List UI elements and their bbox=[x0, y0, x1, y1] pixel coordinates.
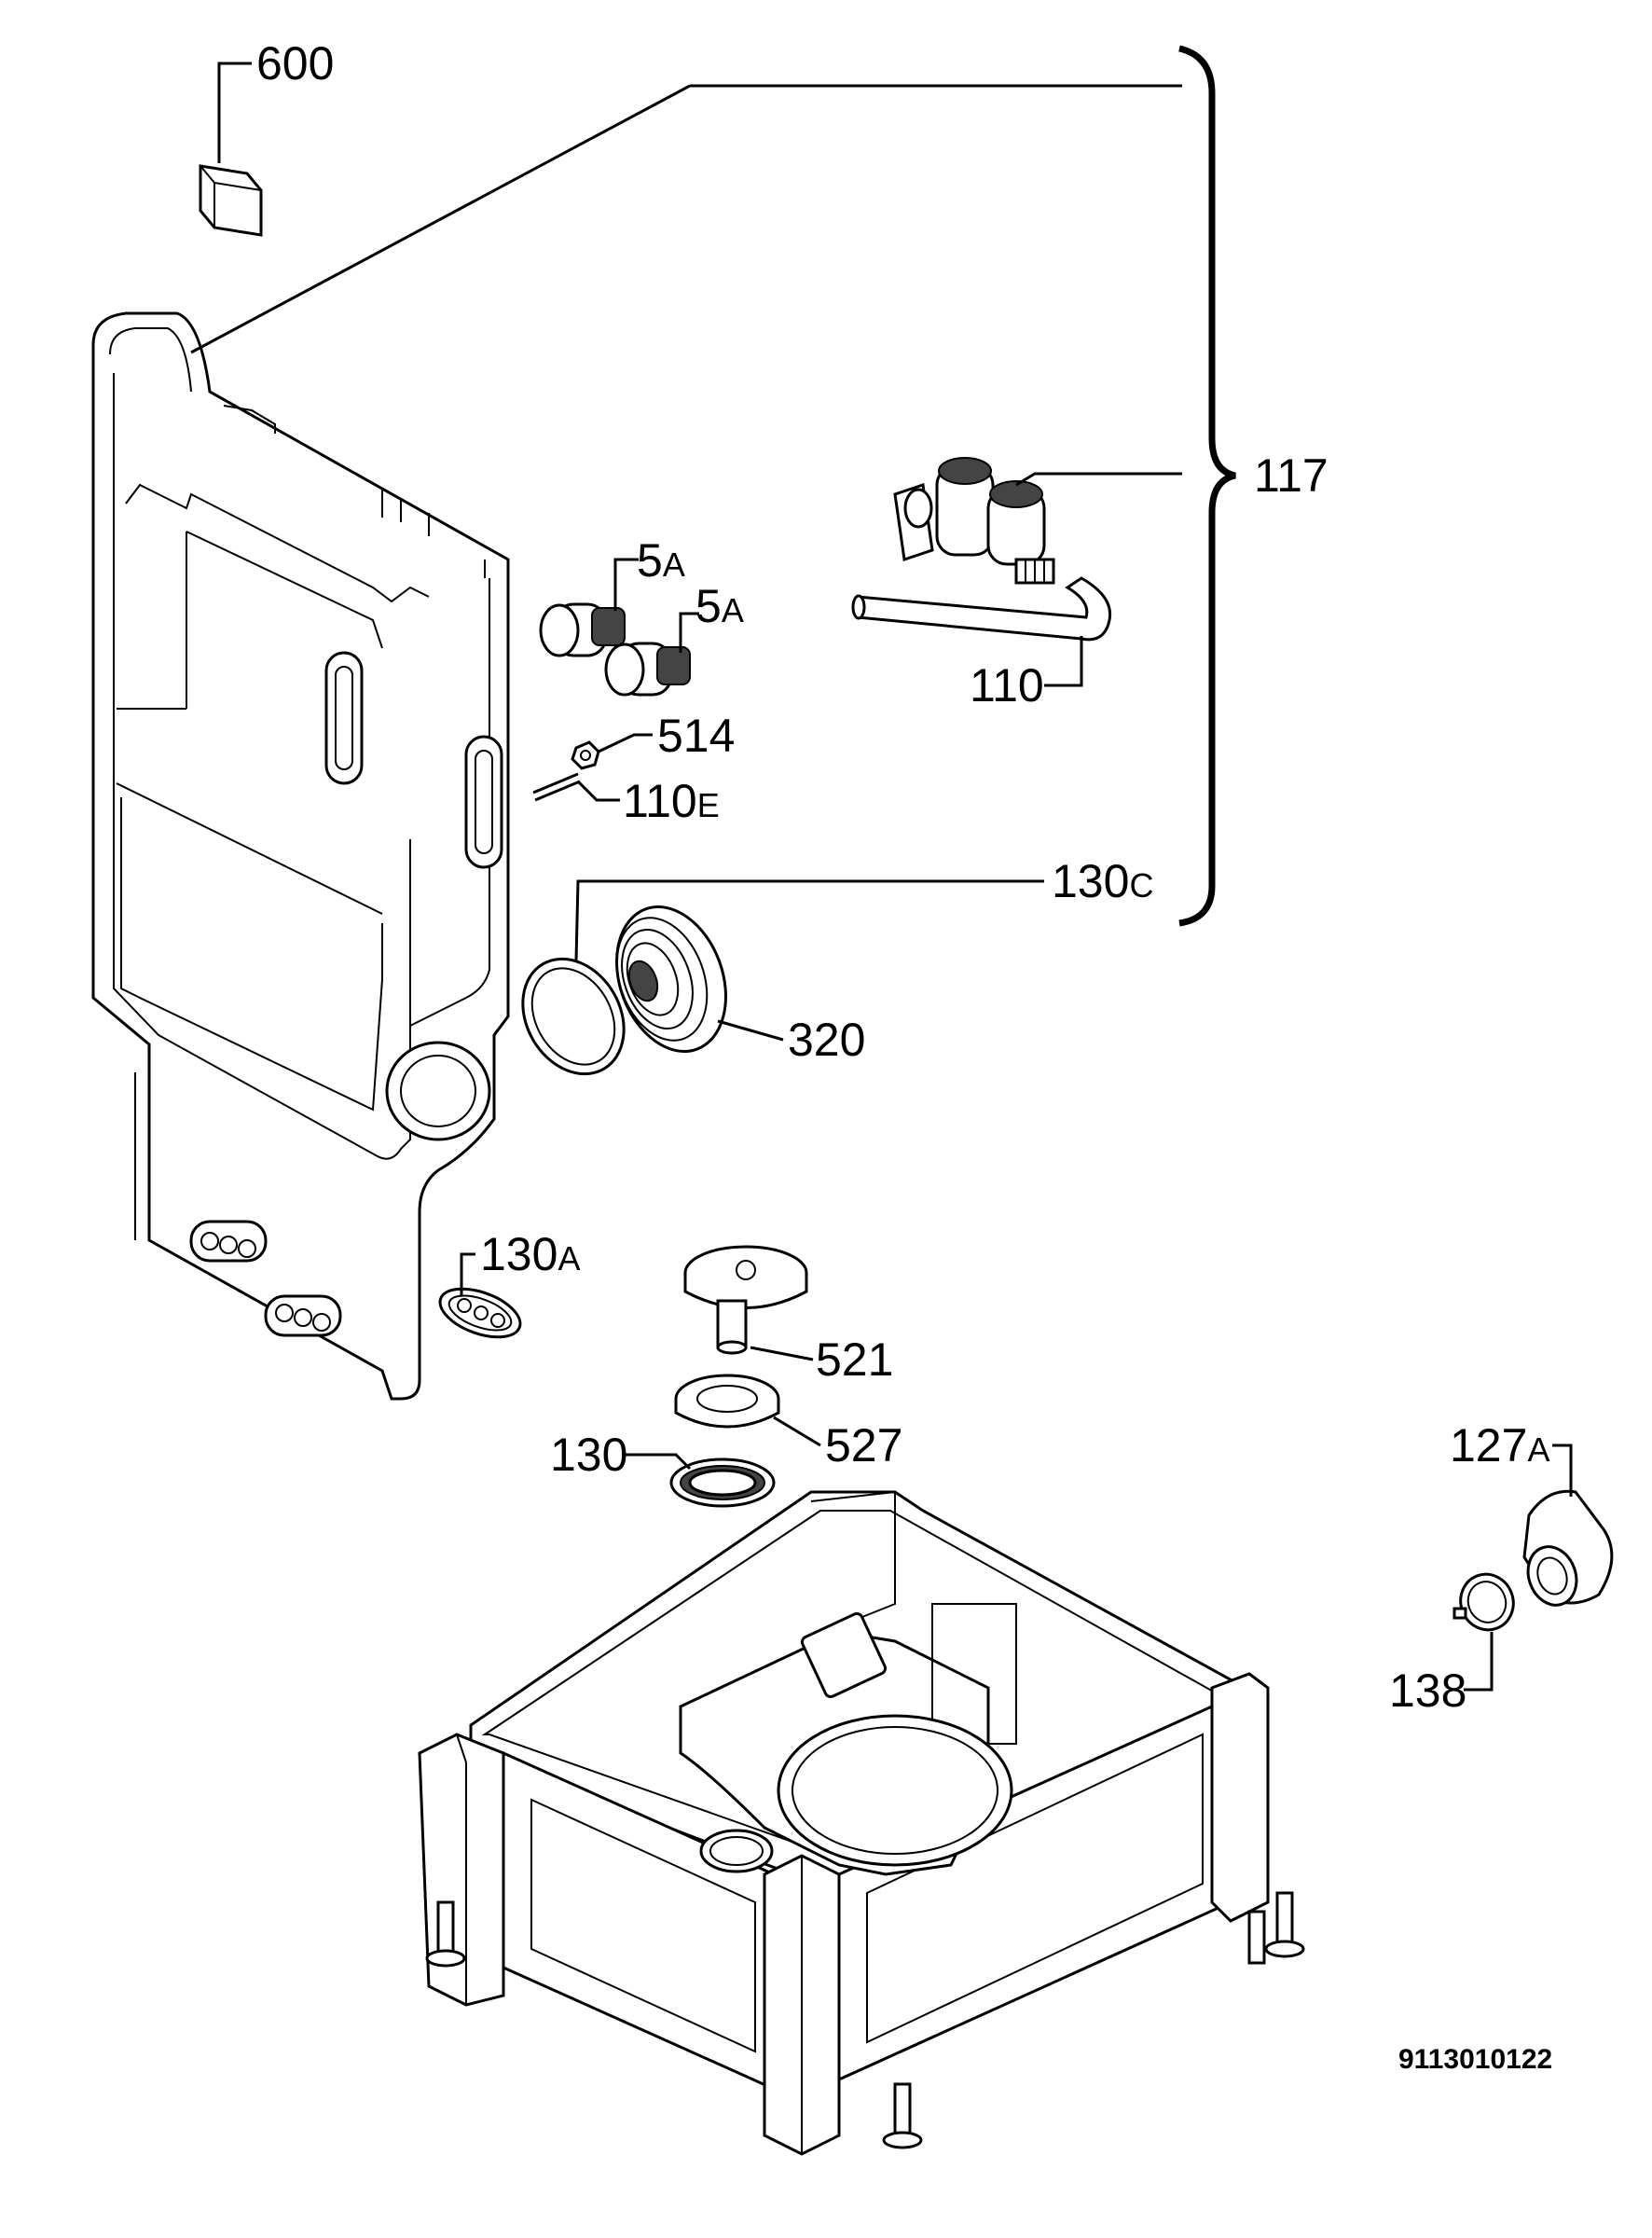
label-127a: 127A bbox=[1450, 1419, 1549, 1471]
label-130c: 130C bbox=[1052, 855, 1153, 907]
label-5a-1: 5A bbox=[637, 534, 685, 587]
part-110e-pin bbox=[532, 772, 581, 802]
label-5a-2: 5A bbox=[695, 580, 744, 632]
label-130: 130 bbox=[550, 1429, 627, 1481]
part-130c-ring bbox=[521, 957, 626, 1076]
document-number: 9113010122 bbox=[1398, 2044, 1552, 2075]
label-521: 521 bbox=[816, 1333, 893, 1386]
base-frame bbox=[418, 1490, 1305, 2156]
label-117: 117 bbox=[1254, 449, 1328, 502]
hose-110 bbox=[851, 576, 1112, 642]
label-600: 600 bbox=[256, 37, 334, 90]
label-110: 110 bbox=[970, 659, 1044, 711]
leader-lines bbox=[217, 62, 1573, 1692]
label-110e: 110E bbox=[623, 775, 720, 827]
part-527-nut bbox=[674, 1374, 780, 1429]
label-514: 514 bbox=[657, 710, 735, 762]
part-521-foot bbox=[683, 1245, 808, 1355]
label-527: 527 bbox=[825, 1419, 902, 1471]
part-130a-gasket bbox=[438, 1287, 522, 1339]
label-320: 320 bbox=[788, 1014, 865, 1066]
part-130-ring bbox=[669, 1457, 776, 1508]
side-panel bbox=[91, 311, 510, 1401]
part-320-cover bbox=[615, 905, 727, 1053]
bracket-117 bbox=[190, 45, 1236, 927]
part-138-clip bbox=[1452, 1572, 1515, 1632]
label-138: 138 bbox=[1389, 1665, 1466, 1717]
callout-labels: 600 117 5A 5A 514 110E 110 130C 320 130A… bbox=[256, 37, 1552, 2075]
part-5a-2 bbox=[604, 642, 691, 697]
part-5a-1 bbox=[539, 602, 626, 657]
label-130a: 130A bbox=[480, 1228, 580, 1280]
inlet-valve bbox=[893, 457, 1055, 585]
part-600-block bbox=[199, 164, 263, 237]
part-127a-fitting bbox=[1522, 1489, 1614, 1607]
part-514-nut bbox=[571, 740, 600, 770]
